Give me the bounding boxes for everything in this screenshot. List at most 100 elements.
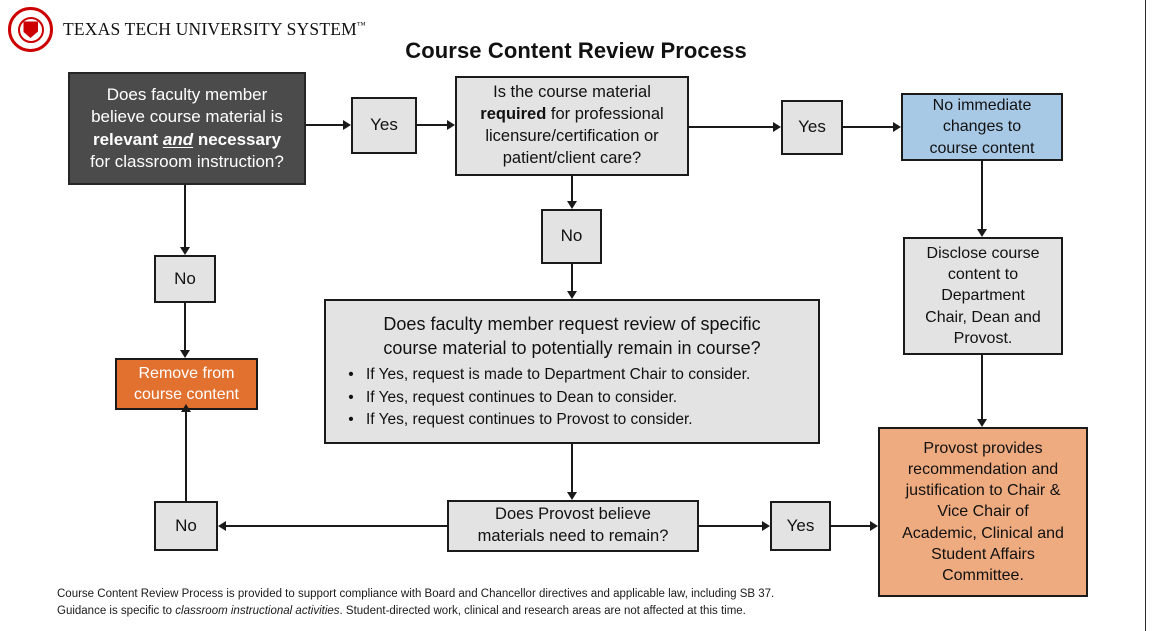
brand-header: TEXAS TECH UNIVERSITY SYSTEM™ (8, 7, 366, 52)
arrow-no1-to-remove (180, 350, 190, 358)
connector-review-to-provost-question (571, 444, 573, 492)
node-disclose-course-content: Disclose course content to Department Ch… (903, 237, 1063, 355)
required-q-required: required (480, 105, 547, 124)
bullet-text: If Yes, request continues to Provost to … (366, 411, 693, 429)
no-immediate-line2: changes to (942, 118, 1022, 136)
provost-rec-line3: justification to Chair & (905, 482, 1061, 500)
faculty-q-line4: for classroom instruction? (90, 151, 284, 171)
provost-rec-line6: Student Affairs (931, 545, 1035, 563)
node-provost-recommendation: Provost provides recommendation and just… (878, 427, 1088, 597)
review-request-head-line2: course material to potentially remain in… (383, 337, 761, 358)
footer-line-2-b: . Student-directed work, clinical and re… (339, 605, 746, 618)
arrow-required-to-no2 (567, 201, 577, 209)
arrow-faculty-to-no1 (180, 247, 190, 255)
arrow-required-to-yes2 (773, 122, 781, 132)
bullet-text: If Yes, request is made to Department Ch… (366, 366, 751, 384)
footer-note: Course Content Review Process is provide… (57, 586, 917, 621)
arrow-provost-question-to-no3 (218, 521, 226, 531)
provost-rec-line5: Academic, Clinical and (902, 524, 1064, 542)
node-no-3: No (154, 501, 218, 551)
footer-line-2-italic: classroom instructional activities (175, 605, 340, 618)
review-request-bullet-list: • If Yes, request is made to Department C… (336, 364, 808, 431)
arrow-yes3-to-recommendation (870, 521, 878, 531)
no-immediate-line3: course content (929, 139, 1035, 157)
connector-provost-question-to-yes3 (699, 525, 762, 527)
node-no-1: No (154, 255, 216, 303)
arrow-no2-to-review (567, 291, 577, 299)
connector-blue-to-disclose (981, 161, 983, 229)
provost-rec-line4: Vice Chair of (937, 503, 1029, 521)
faculty-q-line3: relevant and necessary (93, 129, 281, 151)
trademark-symbol: ™ (356, 20, 366, 31)
node-yes-3: Yes (770, 501, 831, 551)
brand-name-text: TEXAS TECH UNIVERSITY SYSTEM (63, 19, 357, 39)
node-required-question: Is the course material required for prof… (455, 76, 689, 176)
connector-no2-to-review (571, 264, 573, 291)
provost-rec-line2: recommendation and (907, 461, 1059, 479)
arrow-yes2-to-blue (893, 122, 901, 132)
node-no-2: No (541, 209, 602, 264)
faculty-q-line1: Does faculty member (106, 84, 268, 104)
arrow-provost-question-to-yes3 (762, 521, 770, 531)
node-yes-1: Yes (351, 97, 417, 154)
no-immediate-line1: No immediate (932, 97, 1032, 115)
list-item: • If Yes, request is made to Department C… (336, 364, 808, 386)
node-no-immediate-changes: No immediate changes to course content (901, 93, 1063, 161)
page-right-edge (1145, 0, 1146, 631)
connector-faculty-to-no1 (184, 185, 186, 247)
node-review-request: Does faculty member request review of sp… (324, 299, 820, 444)
arrow-faculty-to-yes1 (343, 120, 351, 130)
connector-required-to-no2 (571, 176, 573, 201)
connector-faculty-to-yes1 (306, 124, 343, 126)
connector-provost-question-to-no3 (226, 525, 447, 527)
disclose-line4: Chair, Dean and (925, 308, 1041, 326)
required-q-line2: required for professional (480, 104, 663, 126)
node-provost-question: Does Provost believe materials need to r… (447, 500, 699, 552)
node-yes-2: Yes (781, 100, 843, 155)
connector-yes3-to-recommendation (831, 525, 870, 527)
arrow-disclose-to-recommendation (977, 419, 987, 427)
required-q-line1: Is the course material (493, 83, 651, 102)
seal-shield-shape (23, 21, 38, 38)
arrow-blue-to-disclose (977, 229, 987, 237)
page-title: Course Content Review Process (405, 38, 747, 63)
faculty-q-and: and (162, 129, 194, 149)
arrow-no3-to-remove (181, 404, 191, 412)
brand-name: TEXAS TECH UNIVERSITY SYSTEM™ (63, 19, 366, 40)
disclose-line1: Disclose course (926, 245, 1040, 263)
bullet-marker-icon: • (348, 411, 354, 429)
required-q-line2-rest: for professional (546, 105, 664, 124)
texas-tech-seal-icon (8, 7, 53, 52)
faculty-q-line2: believe course material is (91, 107, 283, 127)
bullet-marker-icon: • (348, 366, 354, 384)
provost-q-line1: Does Provost believe (495, 505, 651, 524)
provost-q-line2: materials need to remain? (477, 527, 669, 545)
footer-line-2: Guidance is specific to classroom instru… (57, 603, 917, 620)
required-q-line3: licensure/certification or (485, 127, 659, 145)
connector-required-to-yes2 (689, 126, 773, 128)
required-q-line4: patient/client care? (502, 148, 642, 167)
remove-line1: Remove from (138, 364, 235, 382)
provost-rec-line7: Committee. (942, 566, 1024, 584)
review-request-heading: Does faculty member request review of sp… (336, 312, 808, 361)
disclose-line2: content to (947, 266, 1019, 284)
faculty-q-relevant: relevant (92, 129, 163, 149)
review-request-head-line1: Does faculty member request review of sp… (383, 313, 761, 334)
list-item: • If Yes, request continues to Provost to… (336, 409, 808, 431)
bullet-text: If Yes, request continues to Dean to con… (366, 388, 678, 406)
connector-disclose-to-recommendation (981, 355, 983, 419)
footer-line-1: Course Content Review Process is provide… (57, 588, 775, 600)
node-remove-from-course-content: Remove from course content (115, 358, 258, 410)
connector-yes1-to-required (417, 124, 447, 126)
disclose-line5: Provost. (953, 329, 1013, 347)
arrow-review-to-provost-question (567, 492, 577, 500)
connector-no1-to-remove (184, 303, 186, 350)
faculty-q-necessary: necessary (193, 129, 282, 149)
node-faculty-question: Does faculty member believe course mater… (68, 72, 306, 185)
connector-no3-to-remove (185, 412, 187, 501)
remove-line2: course content (134, 386, 239, 403)
bullet-marker-icon: • (348, 388, 354, 406)
connector-yes2-to-blue (843, 126, 893, 128)
list-item: • If Yes, request continues to Dean to co… (336, 387, 808, 409)
